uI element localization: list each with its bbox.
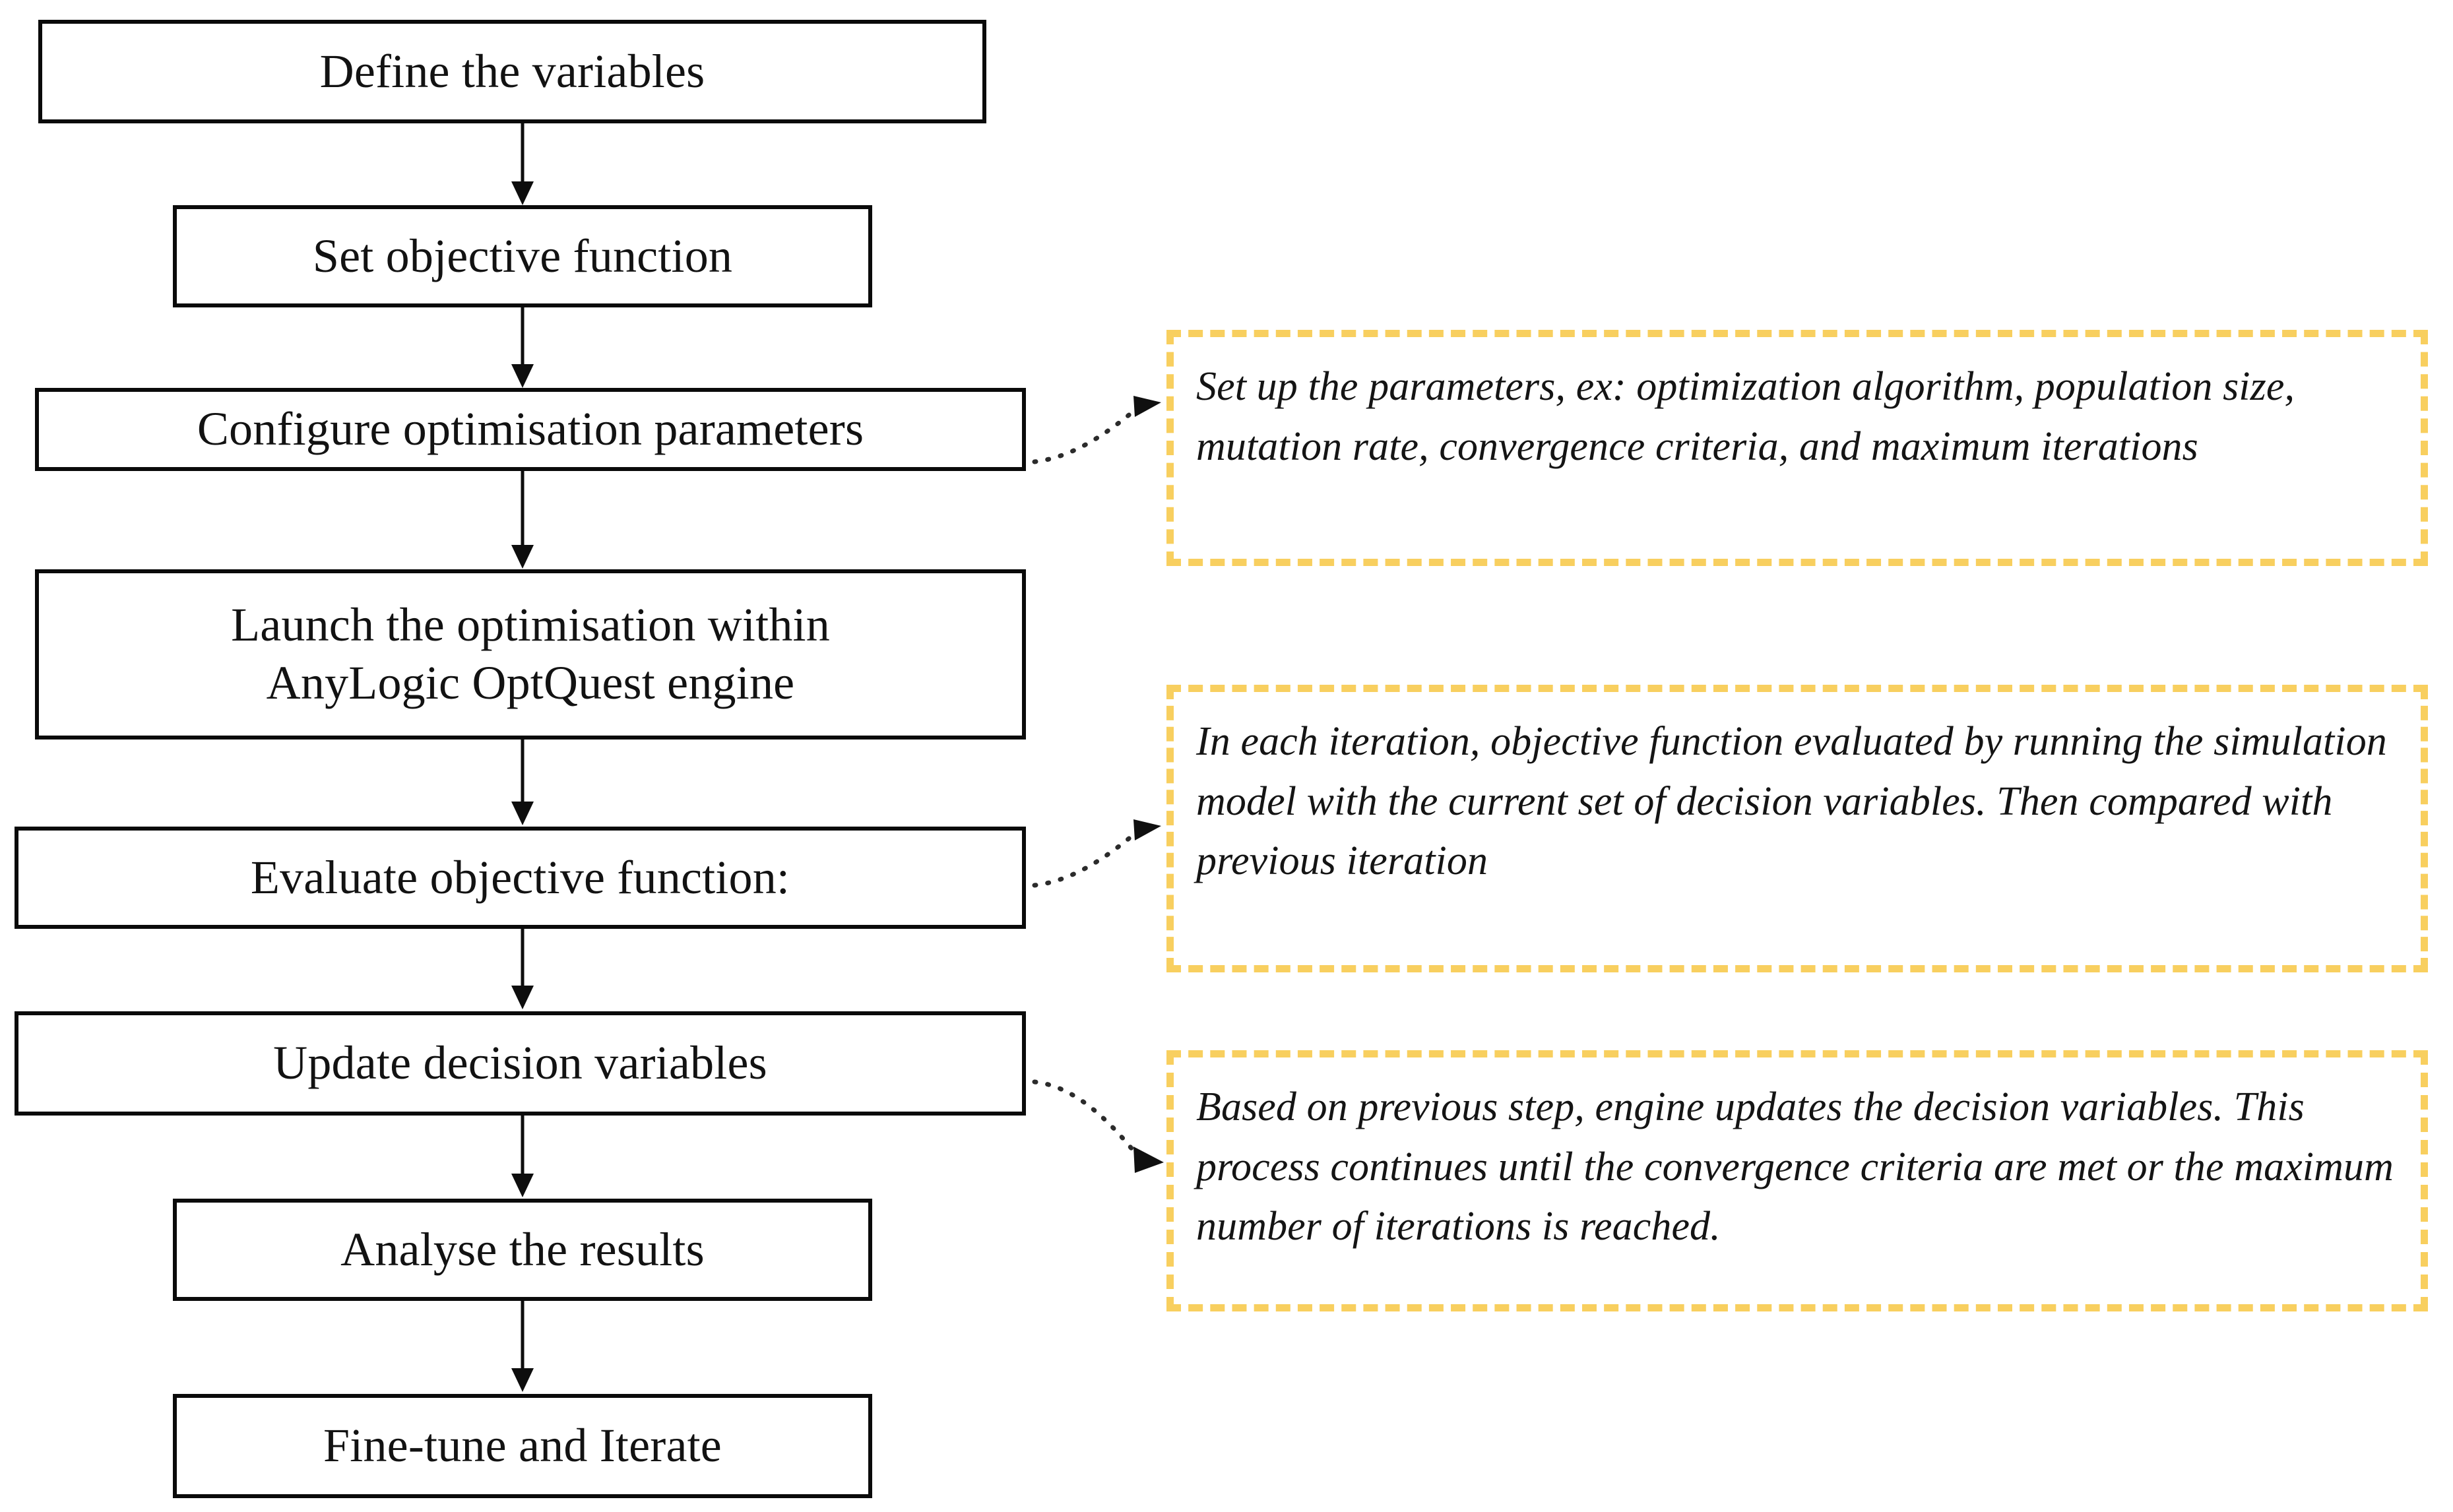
note-text: In each iteration, objective function ev…: [1196, 719, 2387, 884]
arrowhead-icon: [511, 181, 534, 205]
flow-box-analyse-results[interactable]: Analyse the results: [173, 1199, 872, 1301]
flow-box-label: Configure optimisation parameters: [197, 402, 864, 456]
leader-dotted-path: [1032, 1079, 1140, 1158]
note-box-evaluation: In each iteration, objective function ev…: [1166, 685, 2428, 972]
flow-box-label: Analyse the results: [340, 1222, 705, 1276]
connector-line: [521, 123, 525, 183]
arrowhead-icon: [511, 986, 534, 1009]
connector-line: [521, 740, 525, 803]
connector-line: [521, 471, 525, 546]
arrowhead-icon: [511, 545, 534, 569]
arrowhead-icon: [511, 1368, 534, 1392]
flow-box-fine-tune-iterate[interactable]: Fine-tune and Iterate: [173, 1394, 872, 1498]
flow-box-label: Launch the optimisation within AnyLogic …: [231, 598, 830, 709]
leader-arrow-parameters: [1029, 389, 1188, 488]
note-box-parameters: Set up the parameters, ex: optimization …: [1166, 330, 2428, 566]
connector-line: [521, 929, 525, 987]
note-text: Set up the parameters, ex: optimization …: [1196, 364, 2295, 469]
arrowhead-icon: [1133, 396, 1161, 417]
arrowhead-icon: [511, 364, 534, 388]
flow-box-define-variables[interactable]: Define the variables: [38, 20, 986, 123]
arrowhead-icon: [1133, 1147, 1164, 1173]
leader-dotted-path: [1032, 830, 1139, 888]
connector-line: [521, 307, 525, 365]
connector-line: [521, 1301, 525, 1370]
note-box-update: Based on previous step, engine updates t…: [1166, 1050, 2428, 1311]
note-text: Based on previous step, engine updates t…: [1196, 1085, 2394, 1249]
flow-box-label: Set objective function: [312, 229, 733, 282]
flow-box-label: Update decision variables: [273, 1036, 767, 1090]
flow-box-label: Evaluate objective function:: [250, 850, 790, 904]
flow-box-configure-parameters[interactable]: Configure optimisation parameters: [35, 388, 1026, 471]
flow-box-label: Define the variables: [319, 44, 705, 98]
leader-dotted-path: [1032, 406, 1139, 464]
connector-line: [521, 1116, 525, 1175]
arrowhead-icon: [511, 802, 534, 825]
flow-box-update-decision-vars[interactable]: Update decision variables: [15, 1011, 1026, 1116]
flow-box-launch-optimisation[interactable]: Launch the optimisation within AnyLogic …: [35, 569, 1026, 740]
arrowhead-icon: [1133, 819, 1161, 840]
flow-box-evaluate-objective[interactable]: Evaluate objective function:: [15, 827, 1026, 929]
flow-box-label: Fine-tune and Iterate: [323, 1419, 722, 1472]
arrowhead-icon: [511, 1174, 534, 1197]
leader-arrow-evaluation: [1029, 811, 1188, 910]
flow-box-set-objective-function[interactable]: Set objective function: [173, 205, 872, 307]
